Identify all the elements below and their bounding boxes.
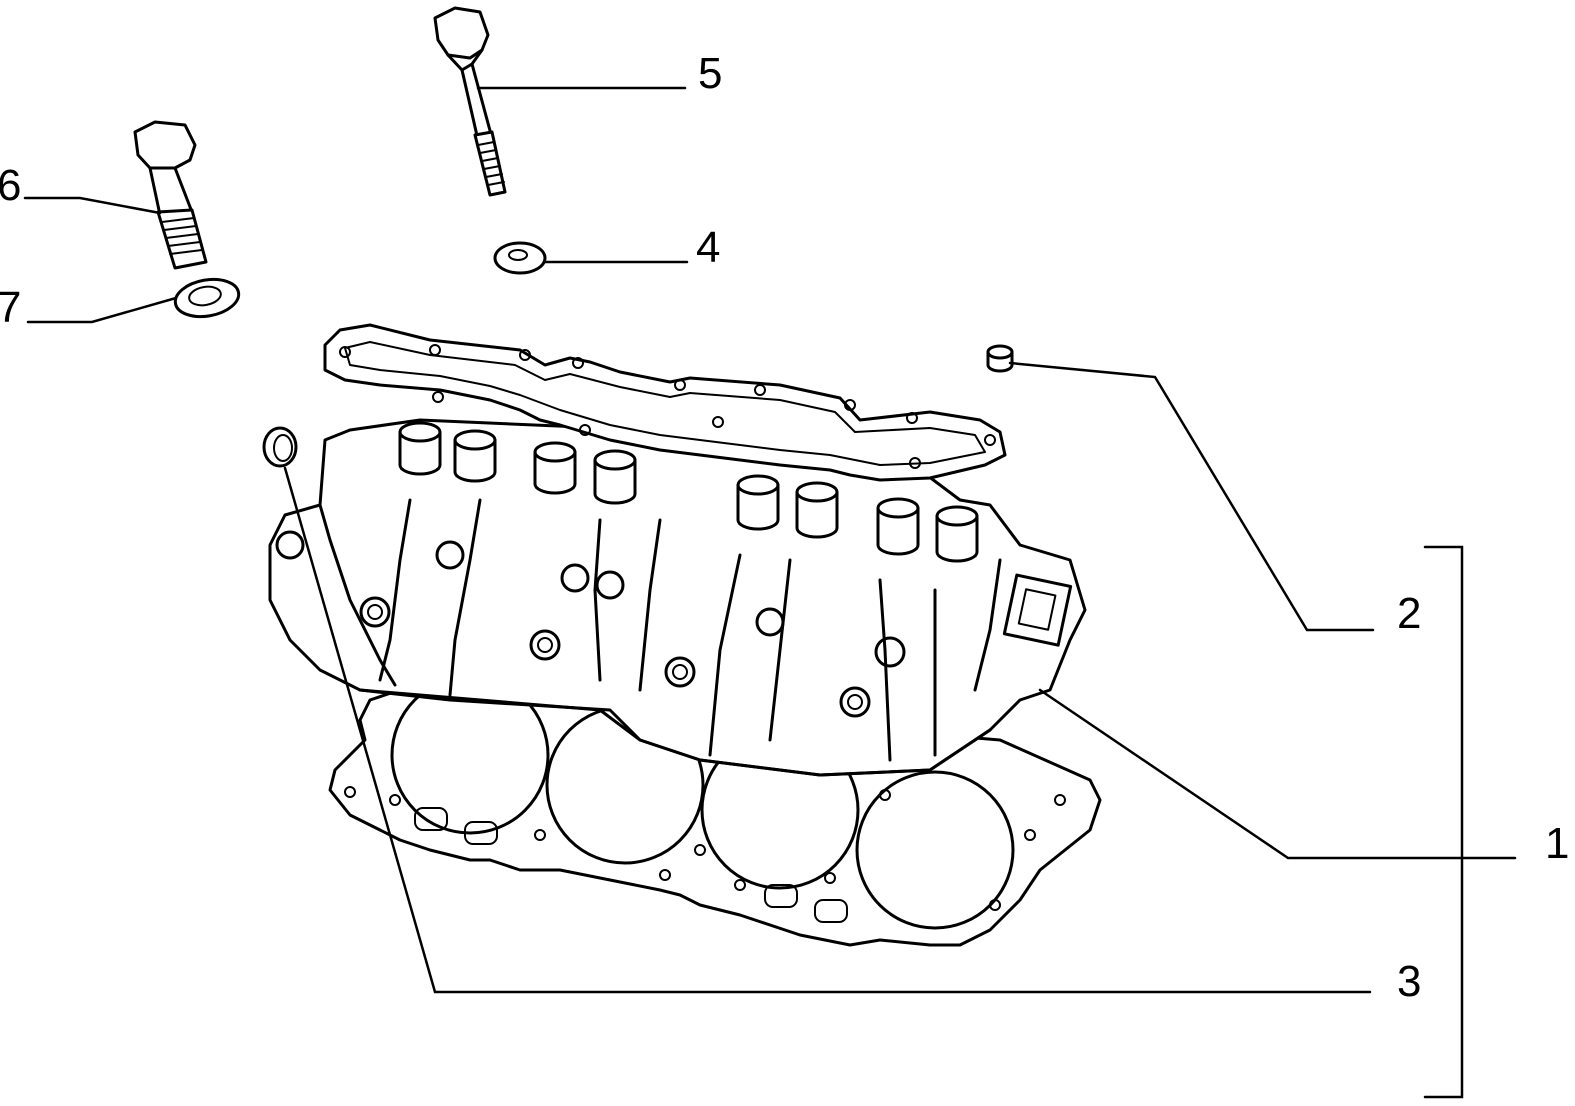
- tappet: [795, 481, 839, 539]
- dowel-ring: [262, 426, 298, 468]
- cylinder-head: [268, 418, 1087, 777]
- tappet: [398, 421, 442, 476]
- leader-lines: [23, 86, 1517, 1099]
- washer-large: [173, 277, 241, 319]
- callout-3: 3: [1397, 957, 1421, 1006]
- leader-6: [23, 196, 162, 215]
- leader-1: [1038, 688, 1517, 860]
- leader-7: [26, 296, 178, 324]
- head-bolt: [133, 120, 208, 270]
- tappet: [876, 497, 920, 556]
- callout-7: 7: [0, 283, 21, 332]
- callout-1: 1: [1545, 819, 1569, 868]
- stud-bolt: [433, 6, 507, 197]
- tappet: [453, 429, 497, 483]
- tappet: [593, 449, 637, 505]
- tappet: [533, 441, 577, 495]
- tappet: [935, 505, 979, 563]
- callout-4: 4: [696, 223, 720, 272]
- callout-labels: 5 4 6 7 2 1 3: [0, 49, 1569, 1006]
- tappets: [398, 421, 979, 563]
- plug: [986, 344, 1014, 373]
- tappet: [736, 474, 780, 531]
- callout-2: 2: [1397, 589, 1421, 638]
- callout-6: 6: [0, 161, 21, 210]
- washer-small: [493, 241, 547, 275]
- leader-3: [283, 466, 1372, 994]
- assembly-bracket: [1423, 545, 1464, 1099]
- cover-gasket: [323, 323, 1007, 482]
- leader-2: [1008, 361, 1375, 632]
- callout-5: 5: [698, 49, 722, 98]
